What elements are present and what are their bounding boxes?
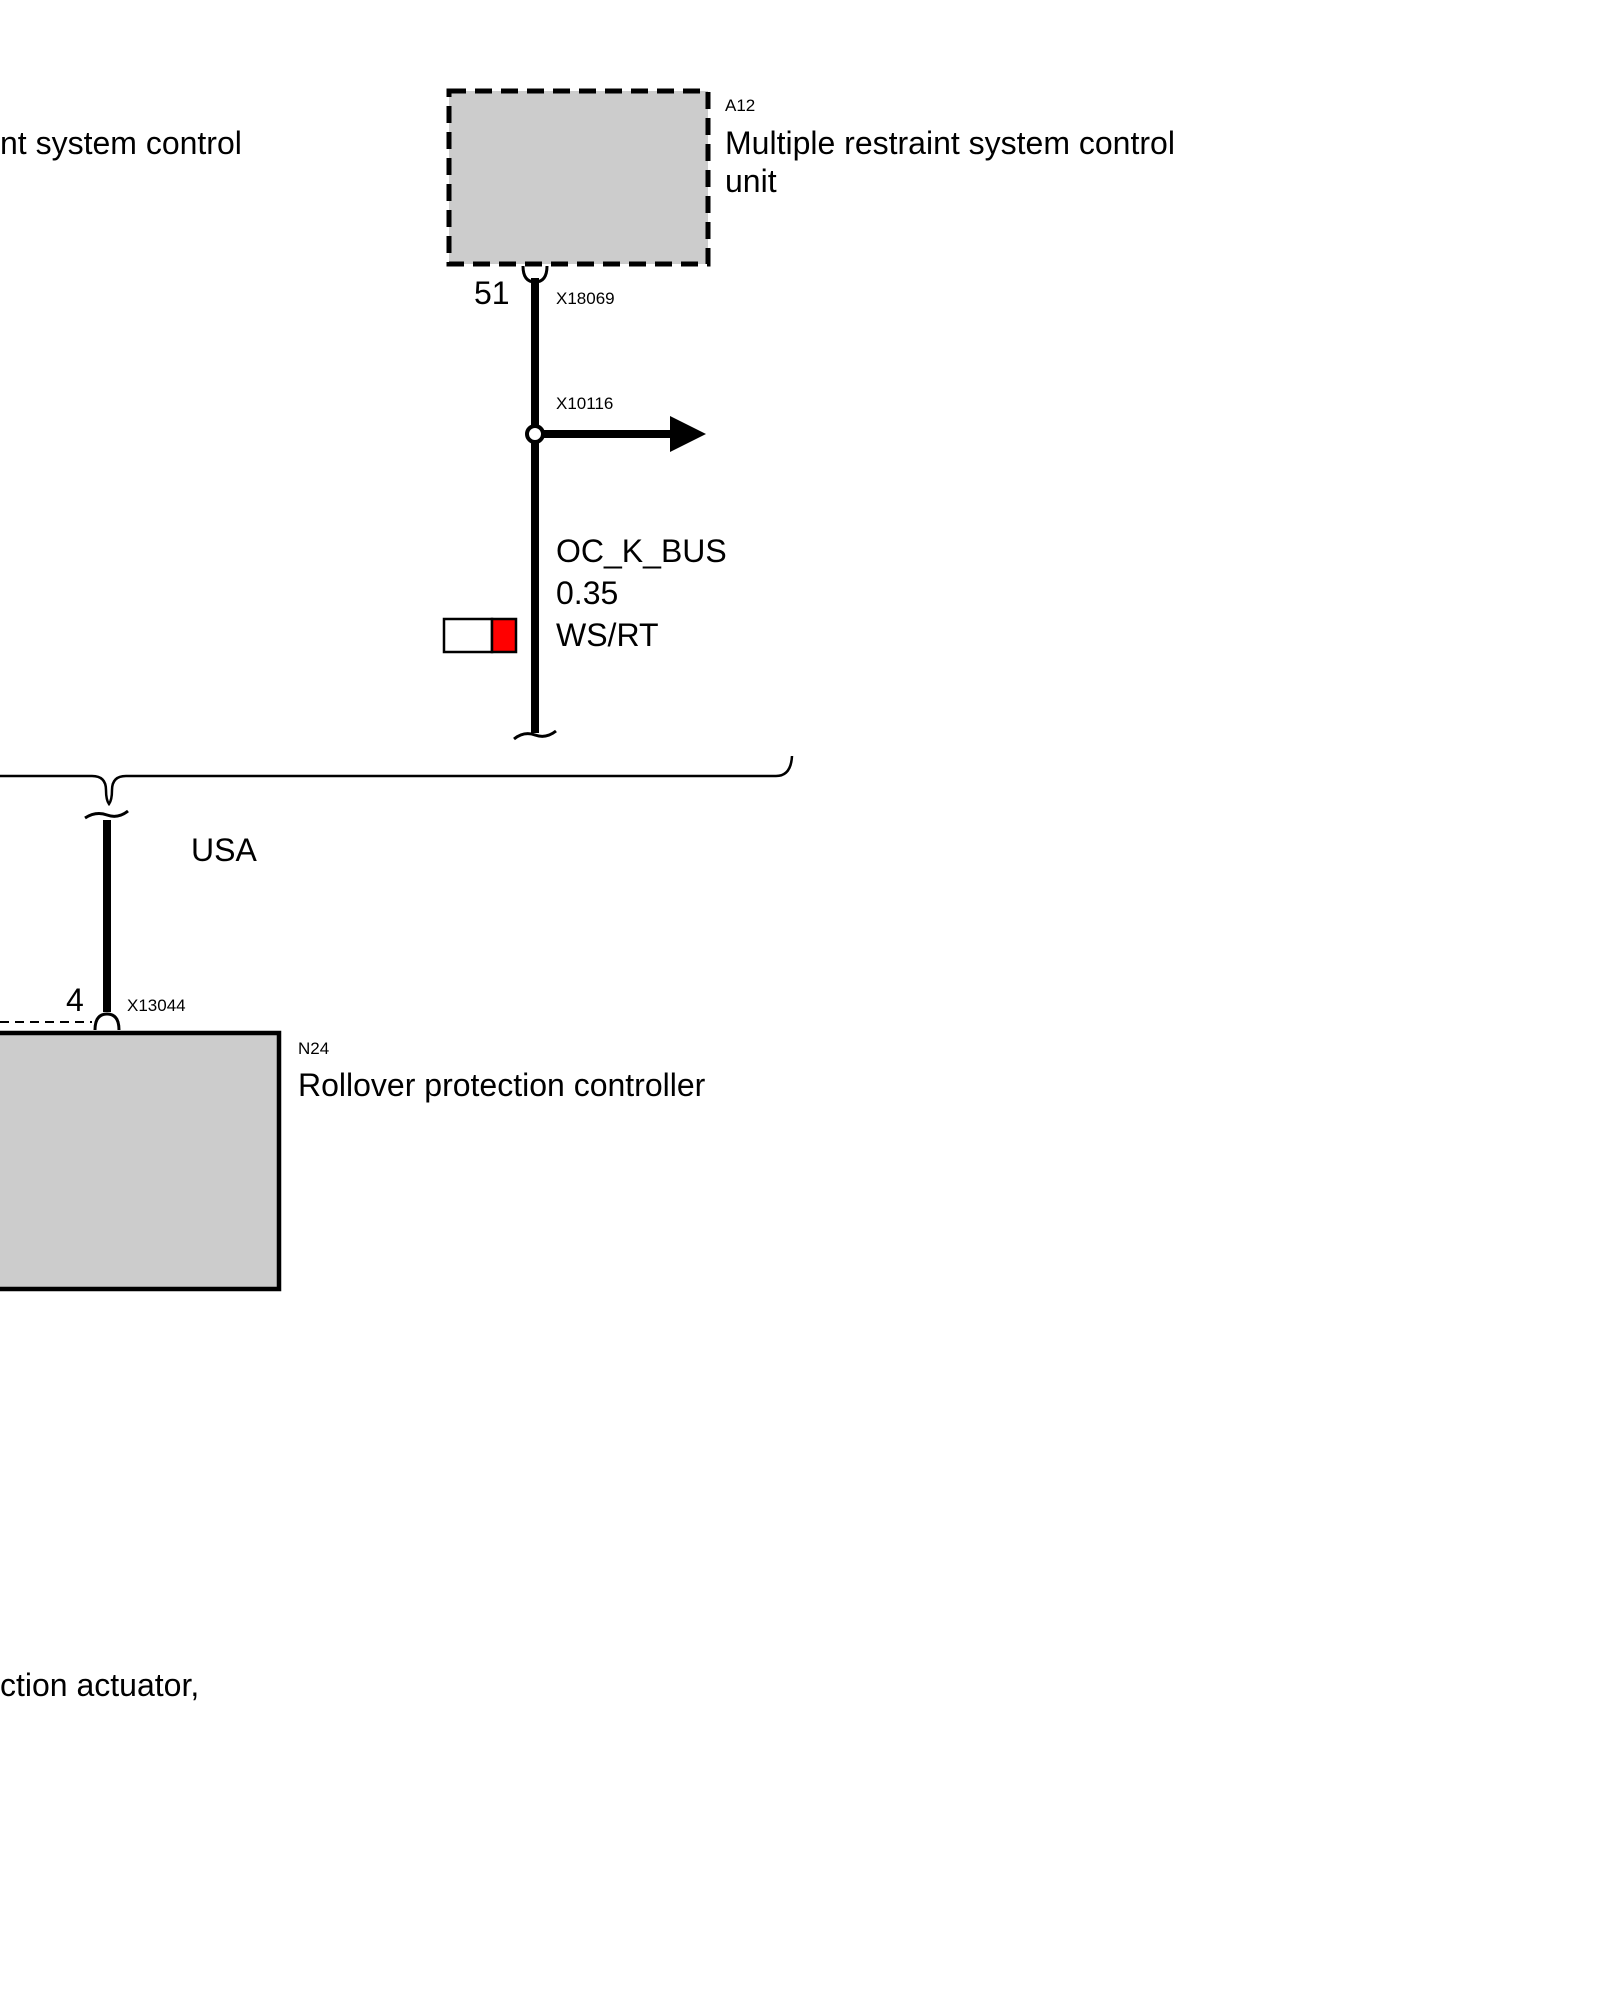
wire-break-symbol-upper [513,729,557,741]
wire-color-swatch-primary [442,617,494,654]
n24-connector-symbol [93,1012,121,1031]
variant-brace [0,755,794,807]
n24-component-name: Rollover protection controller [298,1067,706,1103]
wire-gauge: 0.35 [556,575,619,611]
splice-x10116-dot[interactable] [525,424,545,444]
branch-arrow-icon[interactable] [670,416,706,452]
n24-pin-number: 4 [66,982,84,1018]
splice-id: X10116 [556,394,614,413]
a12-component-id: A12 [725,96,756,115]
wire-color-swatch-stripe [490,617,518,654]
wire-signal-name: OC_K_BUS [556,533,727,569]
a12-module-box[interactable] [446,88,711,267]
n24-connector-id: X13044 [127,996,186,1015]
a12-pin-number: 51 [474,275,510,311]
a12-component-name-line1: Multiple restraint system control [725,125,1175,161]
a12-connector-id: X18069 [556,289,615,308]
variant-label: USA [191,832,257,868]
a12-component-name-line2: unit [725,163,777,199]
left-actuator-name-partial: ction actuator, [0,1667,200,1703]
left-component-name-partial: nt system control [0,125,242,161]
n24-component-id: N24 [298,1039,330,1058]
wire-break-symbol-lower [84,809,129,820]
n24-module-box[interactable] [0,1030,282,1292]
wire-color-code: WS/RT [556,617,659,653]
